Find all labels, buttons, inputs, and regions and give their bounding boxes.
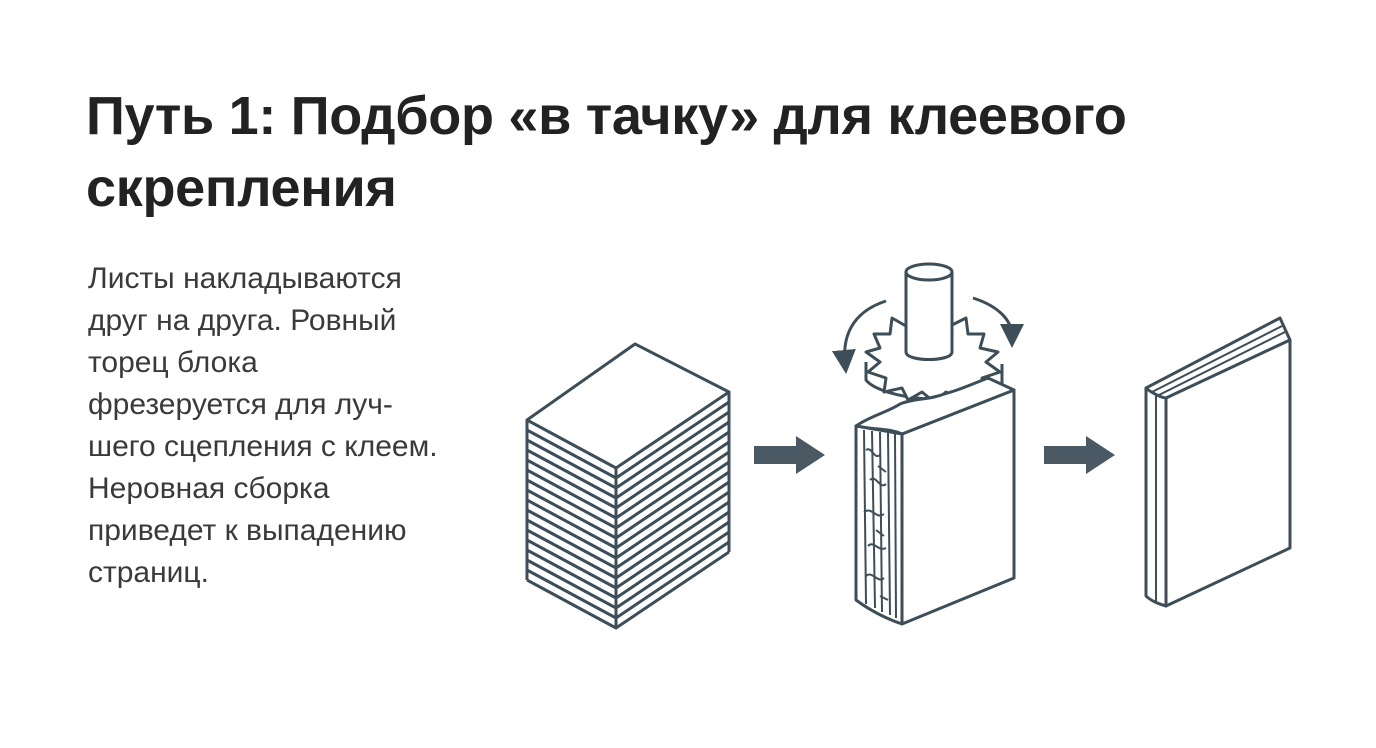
milling-cutter-icon (831, 262, 1024, 404)
sheet-edge (526, 490, 730, 570)
paper-stack-icon (525, 342, 731, 630)
sheet-edge (526, 420, 730, 500)
description-line: страниц. (88, 556, 209, 589)
description-line: приведет к выпадению (88, 514, 407, 547)
title-line-1: Путь 1: Подбор «в тачку» для клеевого (86, 86, 1127, 146)
sheet-edge (526, 500, 730, 580)
description-line: шего сцепления с клеем. (88, 430, 438, 463)
description-line: торец блока (88, 346, 258, 379)
sheet-edge (526, 410, 730, 490)
description-line: друг на друга. Ровный (88, 304, 397, 337)
bound-book-icon (1144, 316, 1292, 608)
sheet-edge (526, 510, 730, 590)
sheet-edge (526, 400, 730, 480)
title-line-2: скрепления (86, 158, 397, 218)
description-text: Листы накладываются друг на друга. Ровны… (88, 258, 528, 594)
description-line: фрезеруется для луч- (88, 388, 393, 421)
milled-block-icon (854, 376, 1016, 626)
sheet-edge (526, 440, 730, 520)
stack-sides (525, 392, 731, 628)
sheet-edge (526, 450, 730, 530)
arrow-right-icon (754, 436, 825, 474)
sheet-edge (526, 480, 730, 560)
sheet-edge (526, 520, 730, 600)
sheet-edge (526, 460, 730, 540)
sheet-edge (526, 550, 730, 630)
description-line: Листы накладываются (88, 262, 402, 295)
description-line: Неровная сборка (88, 472, 330, 505)
sheet-edge (526, 540, 730, 620)
sheet-edge (526, 470, 730, 550)
sheet-edge (526, 530, 730, 610)
arrow-right-icon (1044, 436, 1115, 474)
slide-title: Путь 1: Подбор «в тачку» для клеевого скр… (86, 80, 1266, 224)
sheet-edge (526, 430, 730, 510)
